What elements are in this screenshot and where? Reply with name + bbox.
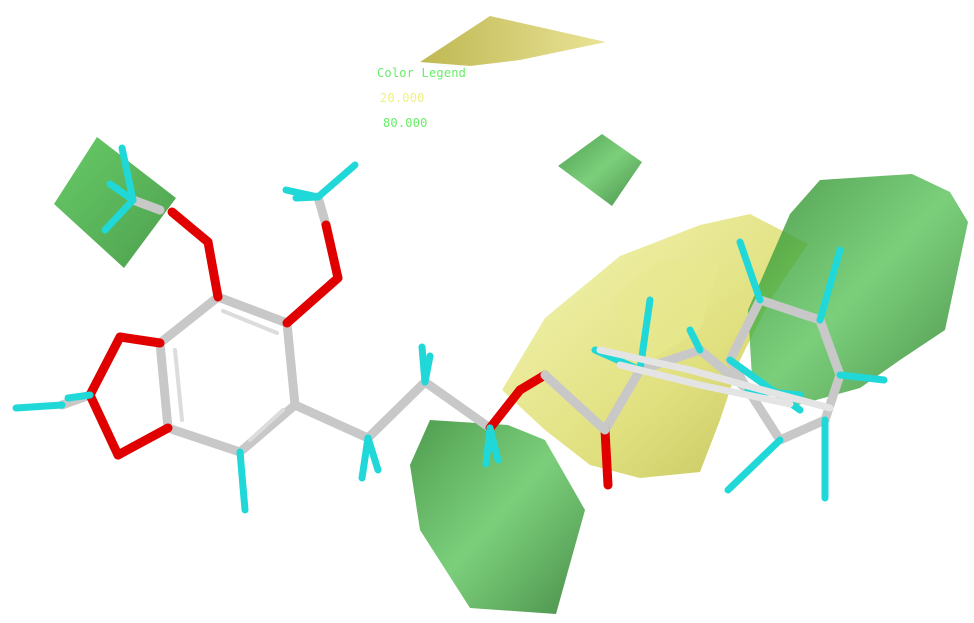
carbon-bonds-2: [540, 370, 610, 435]
carbon-bonds: [57, 192, 845, 457]
green-contour-bottom: [410, 420, 585, 614]
oxygen-bonds: [85, 207, 613, 490]
stacked-ring: [596, 346, 834, 412]
green-contour-left: [54, 137, 176, 268]
yellow-contour-right: [502, 214, 808, 478]
yellow-contour-top: [420, 16, 606, 66]
color-legend-title: Color Legend: [377, 66, 467, 80]
legend-value-green: 80.000: [383, 116, 428, 130]
green-contour-upper-mid: [558, 134, 642, 206]
yellow-contour-facet: [610, 260, 720, 360]
green-contour-right: [748, 174, 968, 405]
contour-surfaces: [54, 16, 968, 614]
molecule[interactable]: [12, 144, 888, 514]
legend-value-yellow: 20.000: [380, 91, 425, 105]
aromatic-inner-bonds: [173, 309, 285, 442]
